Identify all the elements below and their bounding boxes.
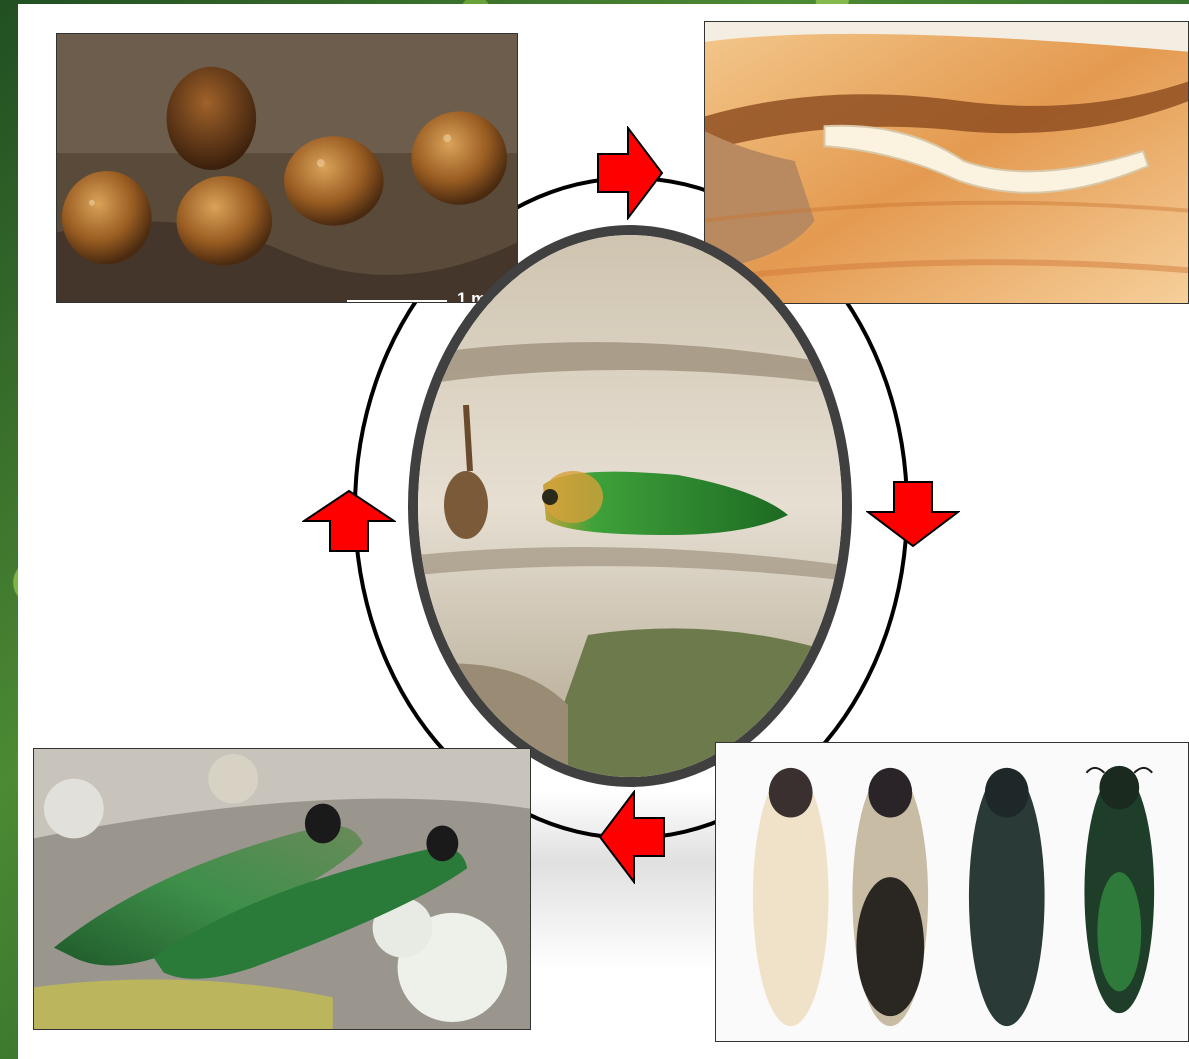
pupae-photo: [715, 742, 1189, 1042]
adult-beetle-photo: [408, 225, 852, 787]
scale-bar: [347, 300, 447, 302]
mating-adults-photo: [33, 748, 531, 1030]
arrow-left-icon: [598, 790, 666, 884]
larva-photo: [704, 21, 1189, 304]
arrow-up-icon: [302, 489, 396, 553]
arrow-down-icon: [866, 480, 960, 548]
arrow-right-icon: [596, 126, 664, 220]
eggs-photo: 1 mm: [56, 33, 518, 303]
